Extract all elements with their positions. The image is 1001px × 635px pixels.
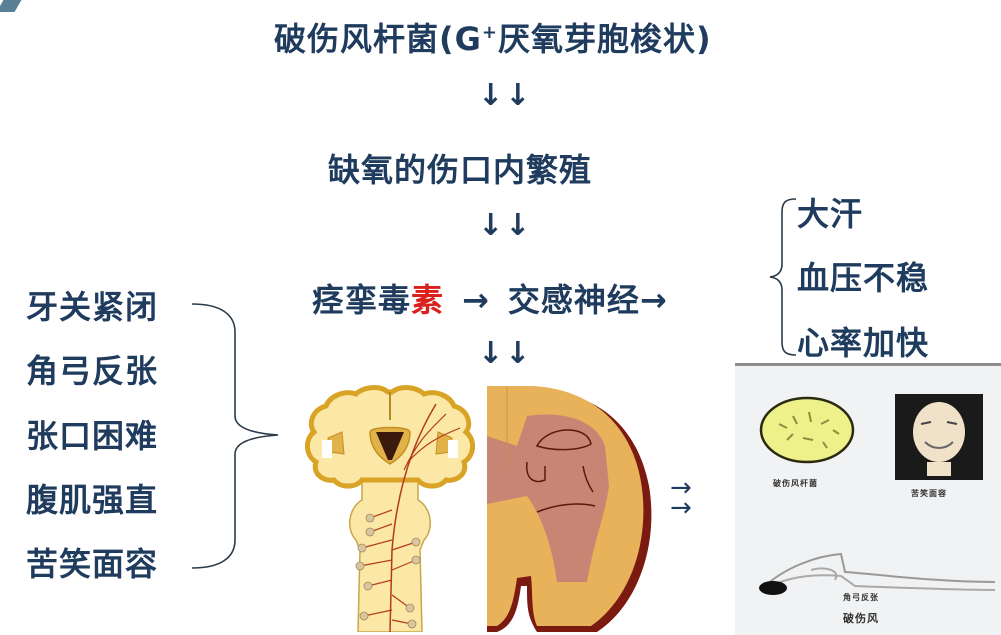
caption-bacteria: 破伤风杆菌 <box>773 479 818 488</box>
risus-face-icon <box>895 394 983 480</box>
step-toxin: 痉挛毒素→交感神经→ <box>312 275 668 321</box>
down-arrows-icon: ↓↓ <box>478 208 533 243</box>
caption-risus: 苦笑面容 <box>911 489 947 498</box>
right-arrow-icon: → <box>462 281 490 319</box>
caption-opisthotonus: 角弓反张 <box>843 593 879 602</box>
symptom-bp-unstable: 血压不稳 <box>797 259 930 297</box>
diagram-title: 破伤风杆菌(G+厌氧芽胞梭状) <box>274 14 712 60</box>
title-text: 破伤风杆菌(G <box>274 20 482 58</box>
spinal-cord-illustration <box>487 386 652 632</box>
bacteria-culture-icon <box>759 396 855 464</box>
symptom-opisthotonus: 角弓反张 <box>26 352 159 390</box>
symptom-risus-sardonicus: 苦笑面容 <box>26 545 159 583</box>
down-arrows-icon: ↓↓ <box>478 78 533 113</box>
symptom-tachycardia: 心率加快 <box>797 324 930 362</box>
caption-tetanus: 破伤风 <box>843 612 879 625</box>
down-arrows-icon: ↓↓ <box>478 336 533 371</box>
symptom-sweating: 大汗 <box>797 195 864 233</box>
brain-brainstem-illustration <box>305 385 475 632</box>
toxin-label: 痉挛毒 <box>312 281 412 319</box>
double-right-arrow-icon: →→ <box>670 473 692 523</box>
symptom-abdominal-rigidity: 腹肌强直 <box>26 481 159 519</box>
title-suffix: 厌氧芽胞梭状) <box>498 20 712 58</box>
left-brace-icon <box>769 198 797 356</box>
corner-decoration <box>0 0 300 120</box>
right-brace-icon <box>191 303 279 569</box>
opisthotonus-figure-icon <box>759 552 996 595</box>
right-arrow-icon: → <box>639 281 668 319</box>
symptom-trismus: 牙关紧闭 <box>26 288 159 326</box>
toxin-highlight: 素 <box>411 281 445 319</box>
sympathetic-nerve-label: 交感神经 <box>507 281 640 319</box>
title-superscript: + <box>481 22 498 43</box>
tetanus-illustration-panel: 破伤风杆菌 苦笑面容 角弓反张 破伤风 <box>735 363 1001 635</box>
step-proliferation: 缺氧的伤口内繁殖 <box>328 151 593 189</box>
symptom-mouth-opening-difficulty: 张口困难 <box>26 417 159 455</box>
